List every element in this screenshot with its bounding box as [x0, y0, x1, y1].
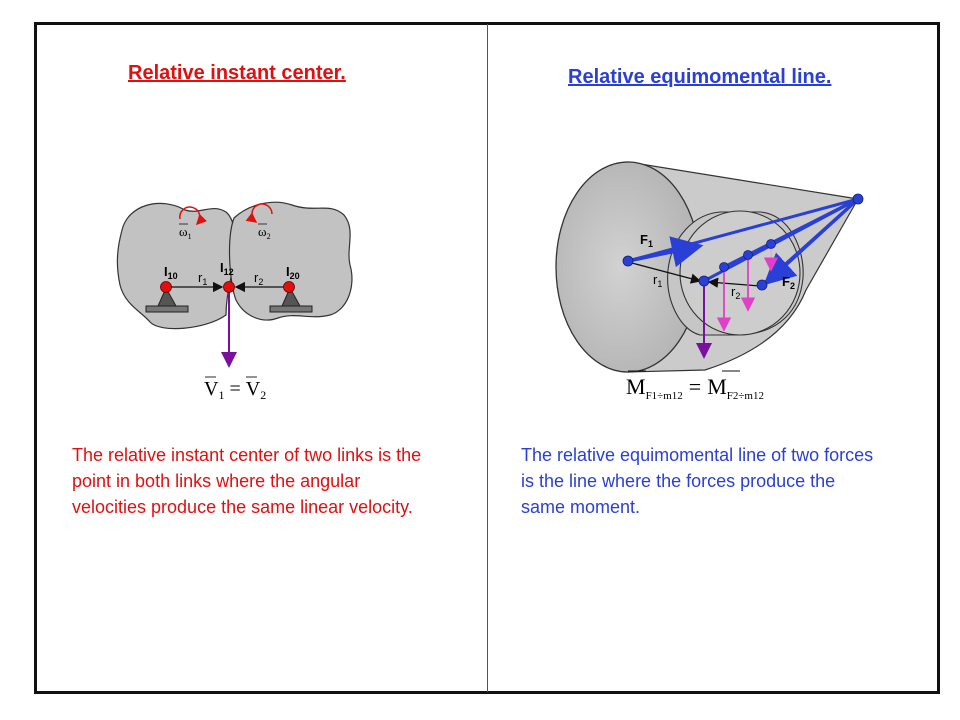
- velocity-equation: V1=V2: [204, 376, 266, 402]
- omega-2-label: ω2: [258, 224, 271, 241]
- right-title: Relative equimomental line.: [568, 66, 832, 88]
- link-2-body: [228, 201, 353, 321]
- omega-2-rotation-icon: [245, 203, 273, 223]
- ground-support-2: [269, 286, 313, 313]
- ground-support-1: [145, 286, 189, 313]
- r1-label: r1: [198, 270, 207, 287]
- f1-label: F1: [640, 232, 653, 249]
- f2-label: F2: [782, 274, 795, 291]
- right-description: The relative equimomental line of two fo…: [521, 445, 874, 518]
- i20-label: I20: [286, 264, 300, 281]
- left-description: The relative instant center of two links…: [72, 445, 422, 518]
- i10-label: I10: [164, 264, 178, 281]
- r1-label: r1: [653, 272, 662, 289]
- i12-label: I12: [220, 260, 234, 277]
- r1-arrow: [627, 261, 702, 284]
- omega-1-rotation-icon: [179, 206, 208, 226]
- omega-1-label: ω1: [179, 224, 192, 241]
- r2-label: r2: [254, 270, 263, 287]
- slide-frame: [34, 22, 940, 694]
- instant-center-i12: [223, 281, 235, 293]
- left-title: Relative instant center.: [128, 62, 346, 84]
- force-f2-arrow: [763, 197, 860, 286]
- svg-text:MF1÷m12=MF2÷m12: MF1÷m12=MF2÷m12: [626, 374, 764, 402]
- pivot-i20: [283, 281, 295, 293]
- r2-label: r2: [731, 284, 740, 301]
- force-points: [622, 193, 864, 291]
- column-divider: [487, 24, 488, 692]
- moment-equation: MF1÷m12=MF2÷m12: [626, 370, 764, 402]
- pivot-i10: [160, 281, 172, 293]
- svg-text:V1=V2: V1=V2: [204, 378, 266, 402]
- r2-arrow: [707, 277, 761, 288]
